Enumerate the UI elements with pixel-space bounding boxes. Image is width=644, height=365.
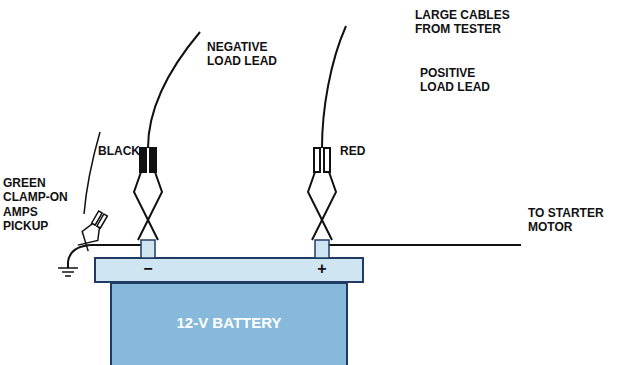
clamp-handle bbox=[97, 214, 107, 228]
black-clamp bbox=[134, 148, 162, 240]
terminal-sign: − bbox=[143, 259, 152, 278]
terminal-sign: + bbox=[317, 259, 326, 278]
red-clamp bbox=[308, 148, 336, 240]
ground-cable bbox=[68, 245, 148, 268]
positive-terminal bbox=[315, 240, 329, 258]
starter-cable bbox=[322, 244, 521, 246]
part-label: BLACK bbox=[98, 144, 140, 158]
ground-line bbox=[58, 267, 78, 269]
clamp-jaw bbox=[138, 172, 162, 240]
ground-symbol bbox=[58, 268, 78, 276]
ground-line bbox=[62, 271, 74, 273]
clamp-handle bbox=[314, 148, 320, 172]
clamp-jaw bbox=[75, 221, 101, 251]
negative-load-lead bbox=[148, 32, 200, 148]
positive-load-lead bbox=[322, 26, 346, 148]
clamp-jaw bbox=[78, 223, 104, 253]
ground-line bbox=[65, 275, 71, 277]
part-label: NEGATIVE LOAD LEAD bbox=[207, 40, 287, 69]
battery-body: 12-V BATTERY bbox=[110, 282, 348, 365]
part-label: TO STARTER MOTOR bbox=[528, 206, 628, 235]
battery-label: 12-V BATTERY bbox=[112, 314, 346, 331]
part-label: GREEN CLAMP-ON AMPS PICKUP bbox=[3, 176, 71, 234]
pickup-lead bbox=[84, 132, 100, 214]
battery-cap bbox=[95, 258, 363, 282]
clamp-handle bbox=[150, 148, 156, 172]
clamp-jaw bbox=[312, 172, 336, 240]
clamp-handle bbox=[140, 148, 146, 172]
negative-terminal bbox=[141, 240, 155, 258]
part-label: POSITIVE LOAD LEAD bbox=[420, 66, 500, 95]
clamp-handle bbox=[324, 148, 330, 172]
part-label: RED bbox=[340, 144, 365, 158]
amps-pickup-clamp bbox=[75, 209, 111, 253]
part-label: LARGE CABLES FROM TESTER bbox=[415, 8, 535, 37]
